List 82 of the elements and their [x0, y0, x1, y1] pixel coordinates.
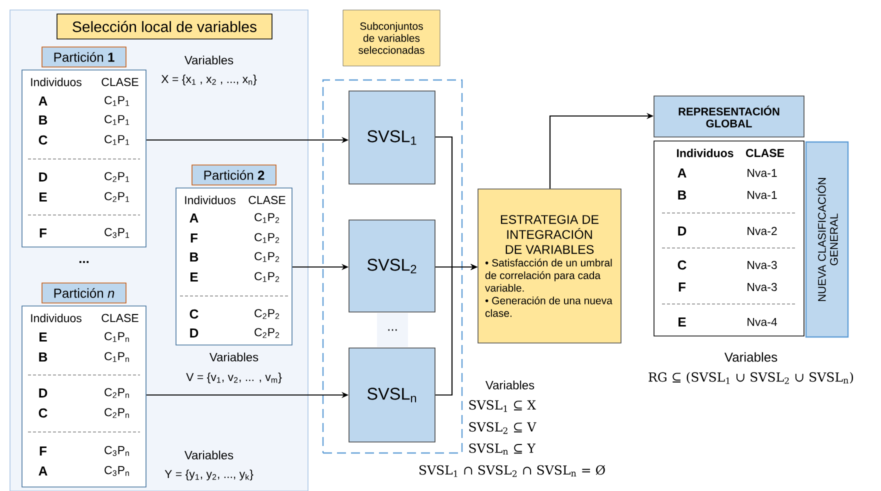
- column-header: CLASE: [102, 314, 138, 322]
- variables-label: Variables: [724, 352, 778, 362]
- row-letter: C: [38, 408, 48, 418]
- column-header: Individuos: [31, 314, 82, 322]
- row-letter: C: [38, 135, 48, 145]
- dashed-frame: [322, 79, 463, 454]
- class-label: Nva-1: [748, 169, 777, 178]
- set-formula: X = {x$_{1}$ , x$_{2}$ , ..., x$_{n}$}: [161, 74, 257, 86]
- class-label: C$_{1}$P$_{1}$: [104, 96, 130, 106]
- class-label: Nva-3: [748, 282, 777, 292]
- row-letter: D: [39, 172, 48, 182]
- set-formula: SVSL$_{1}$ ⊆ X: [469, 400, 536, 412]
- subset-box: SVSL$_{1}$: [348, 90, 436, 184]
- side-box: NUEVA CLASIFICACIÓN GENERAL: [805, 141, 849, 338]
- subset-box: SVSL$_{2}$: [348, 220, 436, 312]
- class-label: C$_{3}$P$_{1}$: [104, 228, 130, 238]
- title-box: Subconjuntos de variables seleccionadas: [342, 10, 440, 66]
- class-label: C$_{1}$P$_{1}$: [104, 115, 130, 125]
- title-box: Selección local de variables: [56, 14, 272, 40]
- row-letter: B: [678, 190, 686, 200]
- header-box: REPRESENTACIÓN GLOBAL: [654, 96, 804, 138]
- class-label: C$_{1}$P$_{n}$: [104, 332, 129, 342]
- class-label: C$_{1}$P$_{1}$: [104, 135, 130, 145]
- title-box: Partición 2: [192, 164, 276, 186]
- row-letter: F: [678, 282, 686, 292]
- row-letter: E: [190, 272, 198, 282]
- class-label: C$_{1}$P$_{2}$: [254, 252, 280, 262]
- class-label: C$_{1}$P$_{n}$: [104, 352, 129, 362]
- row-letter: B: [190, 252, 198, 262]
- class-label: Nva-4: [748, 318, 777, 326]
- set-formula: V = {v$_{1}$, v$_{2}$, ... , v$_{m}$}: [186, 372, 282, 384]
- set-formula: SVSL$_{n}$ ⊆ Y: [469, 443, 536, 455]
- title-box: Partición 1: [42, 46, 126, 68]
- set-formula: Y = {y$_{1}$, y$_{2}$, ..., y$_{k}$}: [164, 470, 254, 480]
- column-header: CLASE: [248, 196, 286, 204]
- class-label: C$_{1}$P$_{2}$: [254, 233, 280, 243]
- row-letter: D: [39, 388, 48, 398]
- column-header: Individuos: [677, 148, 734, 158]
- class-label: C$_{3}$P$_{n}$: [104, 446, 129, 456]
- class-label: C$_{3}$P$_{n}$: [104, 466, 129, 476]
- variables-label: Variables: [485, 380, 534, 390]
- subset-box: SVSL$_{n}$: [348, 348, 436, 442]
- ellipsis: ...: [79, 261, 89, 263]
- row-letter: E: [678, 318, 686, 326]
- class-label: C$_{1}$P$_{2}$: [254, 213, 280, 223]
- column-header: Individuos: [185, 196, 236, 204]
- row-letter: D: [678, 226, 686, 236]
- row-letter: B: [39, 352, 48, 362]
- class-label: Nva-2: [748, 226, 777, 236]
- class-label: Nva-1: [748, 191, 777, 200]
- column-header: CLASE: [746, 148, 784, 158]
- row-letter: F: [40, 228, 46, 238]
- class-label: C$_{2}$P$_{2}$: [254, 328, 280, 338]
- ellipsis-box: ...: [377, 313, 408, 347]
- row-letter: F: [190, 234, 198, 242]
- row-letter: C: [678, 260, 686, 270]
- class-label: C$_{2}$P$_{2}$: [254, 309, 280, 319]
- class-label: C$_{2}$P$_{1}$: [104, 172, 130, 182]
- set-formula: SVSL$_{1}$ ∩ SVSL$_{2}$ ∩ SVSL$_{n}$ = Ø: [419, 465, 605, 477]
- variables-label: Variables: [184, 56, 234, 64]
- variables-label: Variables: [184, 450, 234, 460]
- title-box: Partición n: [42, 282, 126, 304]
- class-label: C$_{2}$P$_{n}$: [104, 388, 129, 398]
- row-letter: A: [38, 466, 48, 476]
- row-letter: B: [39, 116, 48, 124]
- row-letter: A: [38, 96, 48, 106]
- column-header: Individuos: [31, 78, 82, 86]
- class-label: C$_{2}$P$_{1}$: [104, 192, 130, 202]
- class-label: C$_{1}$P$_{2}$: [254, 272, 280, 282]
- column-header: CLASE: [102, 78, 138, 86]
- row-letter: A: [678, 168, 686, 178]
- row-letter: C: [190, 309, 198, 319]
- strategy-box: ESTRATEGIA DE INTEGRACIÓN DE VARIABLES • Satisfacción de un umbral de correlación para cada variable. • Generación de una nueva clase.: [478, 188, 622, 344]
- row-letter: A: [190, 214, 198, 222]
- set-formula: SVSL$_{2}$ ⊆ V: [469, 422, 536, 434]
- row-letter: E: [40, 332, 47, 342]
- class-label: Nva-3: [748, 260, 777, 270]
- row-letter: E: [40, 192, 47, 202]
- set-formula: RG ⊆ (SVSL$_{1}$ ∪ SVSL$_{2}$ ∪ SVSL$_{n}$): [648, 372, 854, 384]
- class-label: C$_{2}$P$_{n}$: [104, 408, 129, 418]
- row-letter: D: [190, 328, 198, 338]
- row-letter: F: [40, 446, 46, 456]
